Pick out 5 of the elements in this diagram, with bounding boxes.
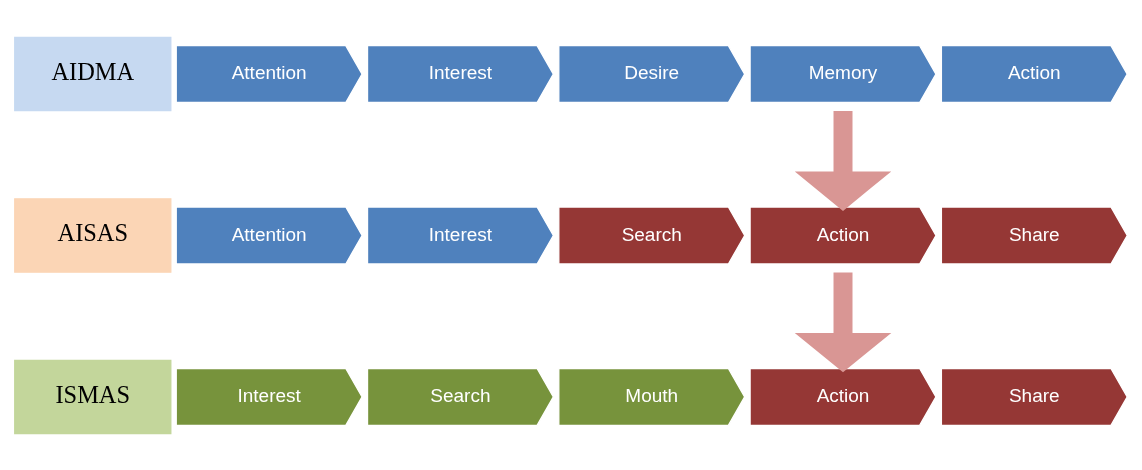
node-box: AIDMA [14,36,172,111]
node-box: ISMAS [14,359,172,434]
arrow [794,110,892,211]
arrow [794,272,892,372]
node-box: AISAS [14,197,172,273]
